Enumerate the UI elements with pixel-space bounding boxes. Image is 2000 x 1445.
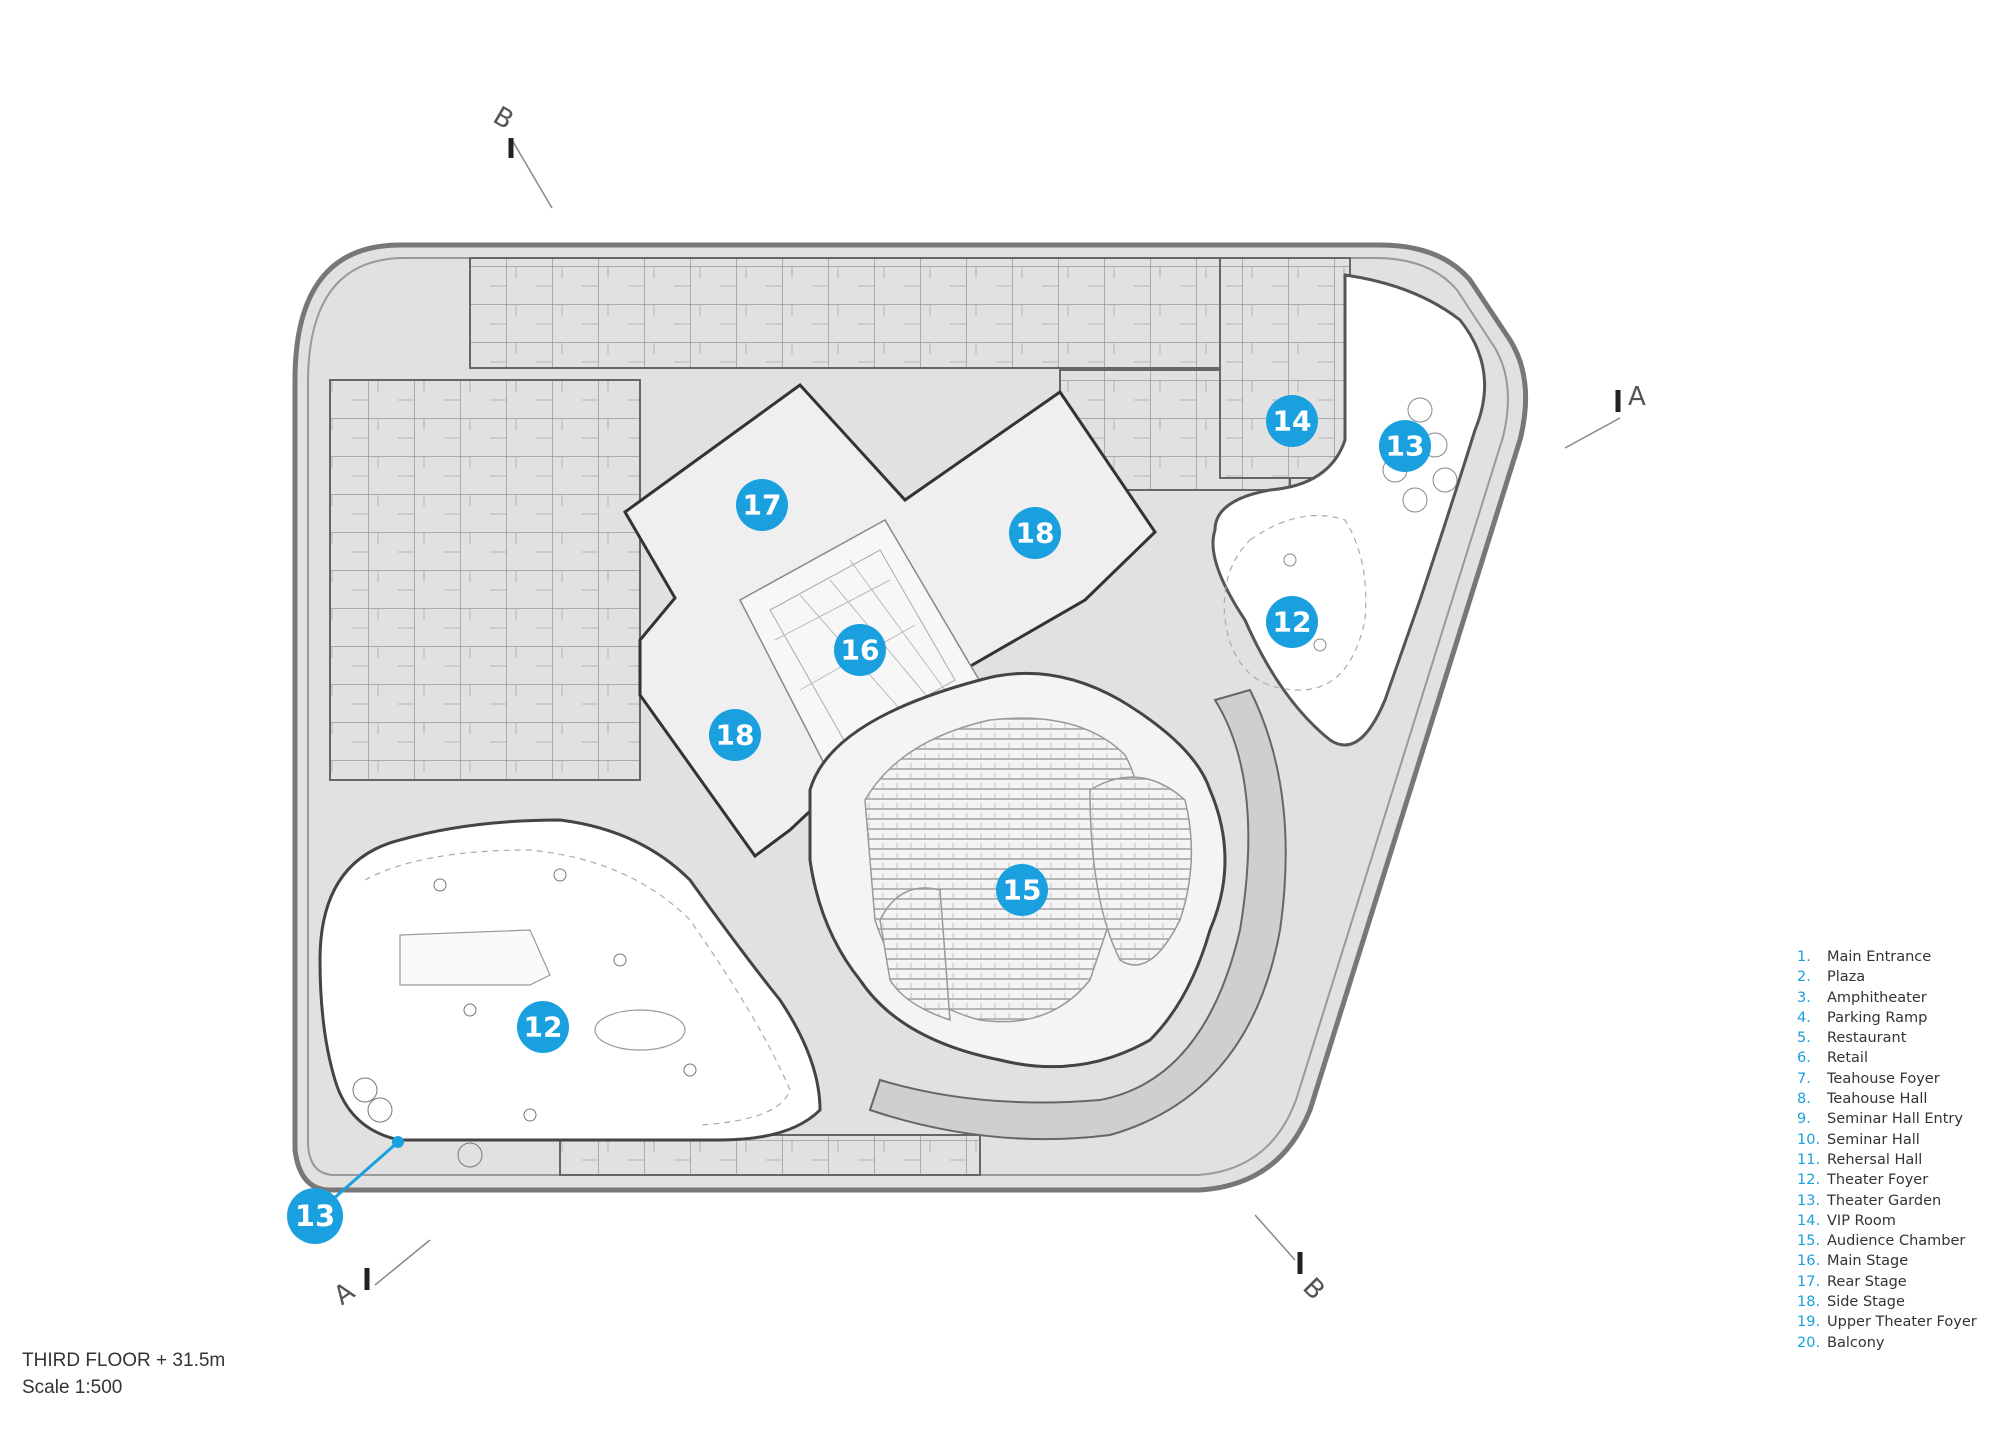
marker-audience-chamber-label: 15: [1003, 874, 1042, 907]
legend-item: 6. Retail: [1797, 1048, 1977, 1068]
legend-item: 11. Rehersal Hall: [1797, 1150, 1977, 1170]
legend-name: Restaurant: [1827, 1030, 1907, 1047]
marker-rear-stage-label: 17: [743, 489, 782, 522]
legend-item: 17. Rear Stage: [1797, 1272, 1977, 1292]
legend-item: 18. Side Stage: [1797, 1292, 1977, 1312]
legend-number: 6.: [1797, 1050, 1811, 1067]
legend-number: 3.: [1797, 989, 1811, 1006]
section-b-bottom-label: B: [1297, 1272, 1331, 1306]
marker-theater-garden-right-label: 13: [1386, 430, 1425, 463]
legend-name: Upper Theater Foyer: [1827, 1314, 1977, 1331]
legend-name: Theater Foyer: [1827, 1172, 1929, 1189]
marker-audience-chamber: 15: [996, 864, 1048, 916]
marker-theater-garden-left-label: 13: [295, 1199, 335, 1233]
legend-item: 5. Restaurant: [1797, 1028, 1977, 1048]
legend-name: Main Stage: [1827, 1253, 1909, 1270]
legend-number: 1.: [1797, 949, 1811, 965]
section-ticks: [364, 138, 1621, 1290]
legend-name: Audience Chamber: [1827, 1233, 1966, 1250]
foyer-left: [318, 818, 822, 1168]
marker-main-stage-label: 16: [841, 634, 880, 667]
legend-name: Teahouse Foyer: [1827, 1070, 1940, 1087]
legend-name: Seminar Hall Entry: [1827, 1111, 1963, 1128]
legend-name: VIP Room: [1827, 1212, 1896, 1229]
legend-number: 20.: [1797, 1334, 1821, 1351]
marker-side-stage-right: 18: [1009, 507, 1061, 559]
legend-number: 13.: [1797, 1192, 1821, 1209]
legend-name: Retail: [1827, 1050, 1868, 1067]
legend-number: 19.: [1797, 1314, 1821, 1331]
legend-item: 19. Upper Theater Foyer: [1797, 1312, 1977, 1332]
legend-name: Rear Stage: [1827, 1273, 1907, 1290]
marker-main-stage: 16: [834, 624, 886, 676]
legend-name: Rehersal Hall: [1827, 1151, 1923, 1168]
legend-number: 7.: [1797, 1070, 1811, 1087]
legend-name: Theater Garden: [1827, 1192, 1942, 1209]
legend-item: 7. Teahouse Foyer: [1797, 1069, 1977, 1089]
garden-leader-dot: [392, 1136, 404, 1148]
legend-item: 12. Theater Foyer: [1797, 1170, 1977, 1190]
marker-theater-garden-left: 13: [287, 1188, 343, 1244]
section-a-top-label: A: [1628, 382, 1646, 412]
legend-name: Side Stage: [1827, 1294, 1905, 1311]
room-legend: 1. Main Entrance 2. Plaza 3. Amphitheater 4…: [1797, 947, 1977, 1353]
marker-side-stage-left-label: 18: [716, 719, 755, 752]
legend-name: Balcony: [1827, 1334, 1885, 1351]
circulation-ring: [868, 688, 1287, 1141]
legend-number: 4.: [1797, 1009, 1811, 1026]
legend-number: 18.: [1797, 1294, 1821, 1311]
legend-number: 16.: [1797, 1253, 1821, 1270]
marker-theater-foyer-right-label: 12: [1273, 606, 1312, 639]
legend-number: 17.: [1797, 1273, 1821, 1290]
legend-item: 14. VIP Room: [1797, 1211, 1977, 1231]
legend-name: Seminar Hall: [1827, 1131, 1920, 1148]
floor-title: THIRD FLOOR + 31.5m: [22, 1350, 226, 1371]
marker-vip-room-label: 14: [1273, 405, 1312, 438]
legend-item: 4. Parking Ramp: [1797, 1008, 1977, 1028]
legend-item: 1. Main Entrance: [1797, 947, 1977, 967]
marker-theater-garden-right: 13: [1379, 420, 1431, 472]
legend-name: Teahouse Hall: [1827, 1091, 1928, 1108]
marker-side-stage-left: 18: [709, 709, 761, 761]
legend-number: 5.: [1797, 1030, 1811, 1047]
audience-seating: [808, 671, 1227, 1069]
legend-item: 16. Main Stage: [1797, 1251, 1977, 1271]
legend-name: Main Entrance: [1827, 949, 1932, 965]
support-rooms: [329, 257, 1351, 1176]
legend-number: 12.: [1797, 1172, 1821, 1189]
legend-item: 3. Amphitheater: [1797, 988, 1977, 1008]
marker-rear-stage: 17: [736, 479, 788, 531]
legend-item: 15. Audience Chamber: [1797, 1231, 1977, 1251]
section-lines: [374, 139, 1621, 1286]
marker-vip-room: 14: [1266, 395, 1318, 447]
legend-number: 8.: [1797, 1091, 1811, 1108]
legend-item: 20. Balcony: [1797, 1333, 1977, 1353]
legend-name: Amphitheater: [1827, 989, 1927, 1006]
legend-number: 15.: [1797, 1233, 1821, 1250]
legend-item: 13. Theater Garden: [1797, 1191, 1977, 1211]
legend-name: Plaza: [1827, 969, 1866, 986]
section-b-top-label: B: [488, 101, 518, 136]
legend-name: Parking Ramp: [1827, 1009, 1928, 1026]
legend-item: 9. Seminar Hall Entry: [1797, 1109, 1977, 1129]
scale-note: Scale 1:500: [22, 1377, 123, 1398]
marker-theater-foyer-left: 12: [517, 1001, 569, 1053]
legend-item: 2. Plaza: [1797, 967, 1977, 987]
legend-number: 10.: [1797, 1131, 1821, 1148]
section-a-bottom-label: A: [329, 1277, 361, 1312]
legend-item: 10. Seminar Hall: [1797, 1130, 1977, 1150]
legend-number: 9.: [1797, 1111, 1811, 1128]
legend-number: 14.: [1797, 1212, 1821, 1229]
marker-theater-foyer-right: 12: [1266, 596, 1318, 648]
legend-number: 2.: [1797, 969, 1811, 986]
legend-item: 8. Teahouse Hall: [1797, 1089, 1977, 1109]
legend-number: 11.: [1797, 1151, 1821, 1168]
marker-side-stage-right-label: 18: [1016, 517, 1055, 550]
marker-theater-foyer-left-label: 12: [524, 1011, 563, 1044]
